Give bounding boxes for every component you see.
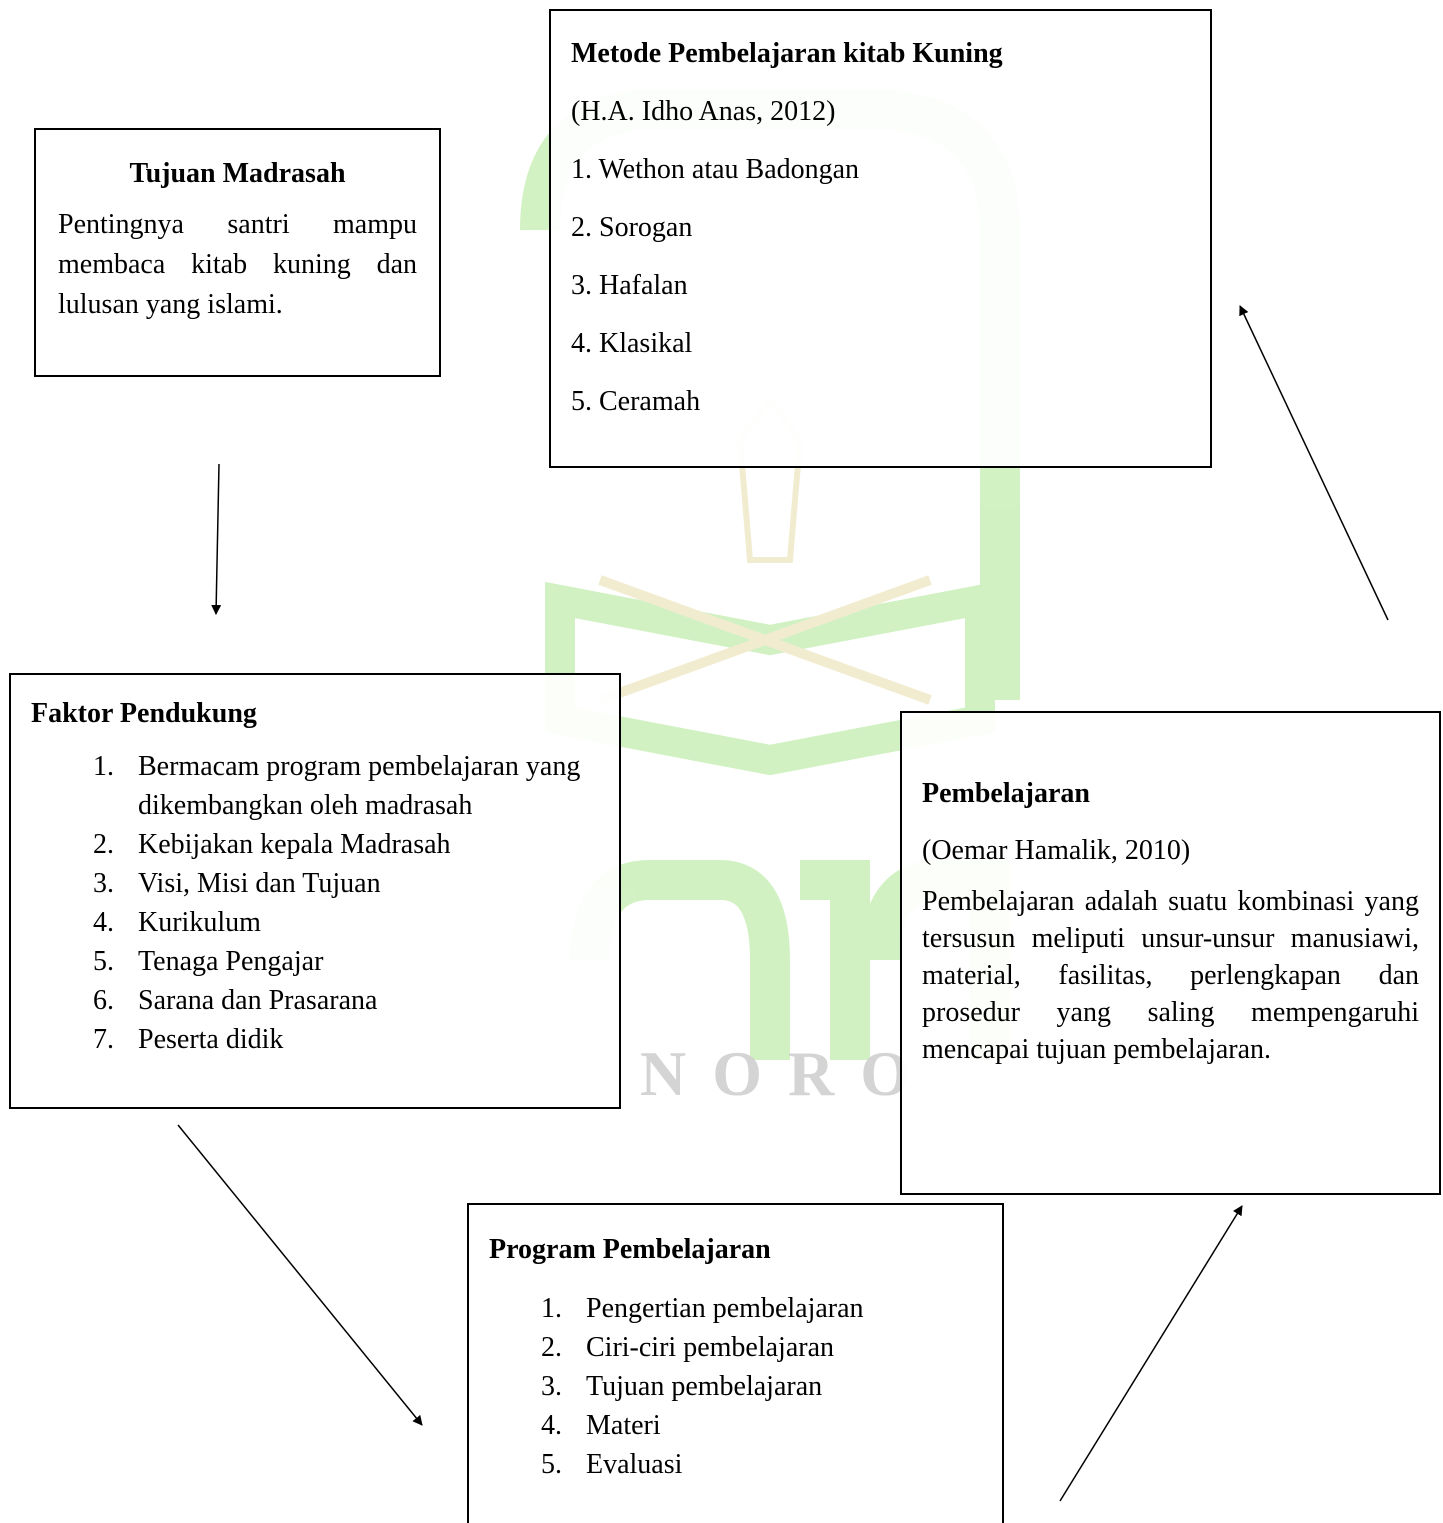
list-item: 1. Pengertian pembelajaran <box>541 1289 1002 1328</box>
faktor-title: Faktor Pendukung <box>31 698 257 729</box>
list-text: Materi <box>586 1410 661 1441</box>
list-text: Sarana dan Prasarana <box>138 985 378 1016</box>
list-number: 7. <box>93 1024 114 1055</box>
list-number: 6. <box>93 985 114 1016</box>
list-number: 5. <box>93 946 114 977</box>
list-number: 2. <box>93 829 114 860</box>
list-number: 5. <box>541 1449 562 1480</box>
pembelajaran-citation: (Oemar Hamalik, 2010) <box>922 835 1191 866</box>
list-text: Tenaga Pengajar <box>138 946 324 977</box>
list-item: 6. Sarana dan Prasarana <box>93 981 619 1020</box>
tujuan-title: Tujuan Madrasah <box>129 158 346 189</box>
metode-citation: (H.A. Idho Anas, 2012) <box>571 96 836 127</box>
list-item: 2. Ciri-ciri pembelajaran <box>541 1328 1002 1367</box>
list-number: 4. <box>93 907 114 938</box>
svg-text:NORO: NORO <box>640 1038 936 1109</box>
list-text: Kurikulum <box>138 907 261 938</box>
metode-list: 1. Wethon atau Badongan 2. Sorogan 3. Ha… <box>571 141 1190 431</box>
list-item: 5. Tenaga Pengajar <box>93 942 619 981</box>
list-number: 4. <box>541 1410 562 1441</box>
pembelajaran-definition: Pembelajaran adalah suatu kombinasi yang… <box>922 886 1419 1065</box>
list-text: Evaluasi <box>586 1449 683 1480</box>
pembelajaran-title: Pembelajaran <box>922 778 1090 809</box>
arrow-program-to-pembelajaran <box>1059 1205 1243 1502</box>
list-text: Kebijakan kepala Madrasah <box>138 829 451 860</box>
list-item: 5. Evaluasi <box>541 1445 1002 1484</box>
list-item: 2. Sorogan <box>571 212 693 243</box>
box-tujuan-madrasah: Tujuan Madrasah Pentingnya santri mampu … <box>34 128 441 377</box>
list-text: Visi, Misi dan Tujuan <box>138 868 381 899</box>
list-item: 2. Kebijakan kepala Madrasah <box>93 825 619 864</box>
faktor-list: 1. Bermacam program pembelajaran yang dik… <box>31 747 619 1059</box>
list-item: 1. Bermacam program pembelajaran yang dik… <box>93 747 619 825</box>
program-title: Program Pembelajaran <box>489 1234 771 1265</box>
list-text: Tujuan pembelajaran <box>586 1371 823 1402</box>
list-item: 4. Materi <box>541 1406 1002 1445</box>
list-number: 1. <box>541 1293 562 1324</box>
list-number: 3. <box>93 868 114 899</box>
list-item: 3. Visi, Misi dan Tujuan <box>93 864 619 903</box>
list-item: 4. Kurikulum <box>93 903 619 942</box>
list-item: 7. Peserta didik <box>93 1020 619 1059</box>
list-number: 2. <box>541 1332 562 1363</box>
list-item: 1. Wethon atau Badongan <box>571 154 860 185</box>
list-item: 5. Ceramah <box>571 386 701 417</box>
list-text: Pengertian pembelajaran <box>586 1293 864 1324</box>
box-faktor-pendukung: Faktor Pendukung 1. Bermacam program pemb… <box>9 673 621 1109</box>
list-number: 3. <box>541 1371 562 1402</box>
list-item: 3. Tujuan pembelajaran <box>541 1367 1002 1406</box>
list-number: 1. <box>93 751 114 782</box>
list-text: Ciri-ciri pembelajaran <box>586 1332 834 1363</box>
list-item: 4. Klasikal <box>571 328 693 359</box>
arrow-faktor-to-program <box>177 1124 423 1426</box>
box-program-pembelajaran: Program Pembelajaran 1. Pengertian pembel… <box>467 1203 1004 1523</box>
list-text: Bermacam program pembelajaran yang dikem… <box>138 751 581 821</box>
tujuan-text: Pentingnya santri mampu membaca kitab ku… <box>58 209 417 321</box>
box-metode-pembelajaran: Metode Pembelajaran kitab Kuning (H.A. I… <box>549 9 1212 468</box>
list-text: Peserta didik <box>138 1024 284 1055</box>
program-list: 1. Pengertian pembelajaran 2. Ciri-ciri pe… <box>489 1289 1002 1484</box>
list-item: 3. Hafalan <box>571 270 688 301</box>
arrow-pembelajaran-to-metode <box>1239 305 1389 621</box>
metode-title: Metode Pembelajaran kitab Kuning <box>571 38 1003 69</box>
arrow-tujuan-to-faktor <box>211 463 222 615</box>
box-pembelajaran: Pembelajaran (Oemar Hamalik, 2010) Pembe… <box>900 711 1441 1195</box>
